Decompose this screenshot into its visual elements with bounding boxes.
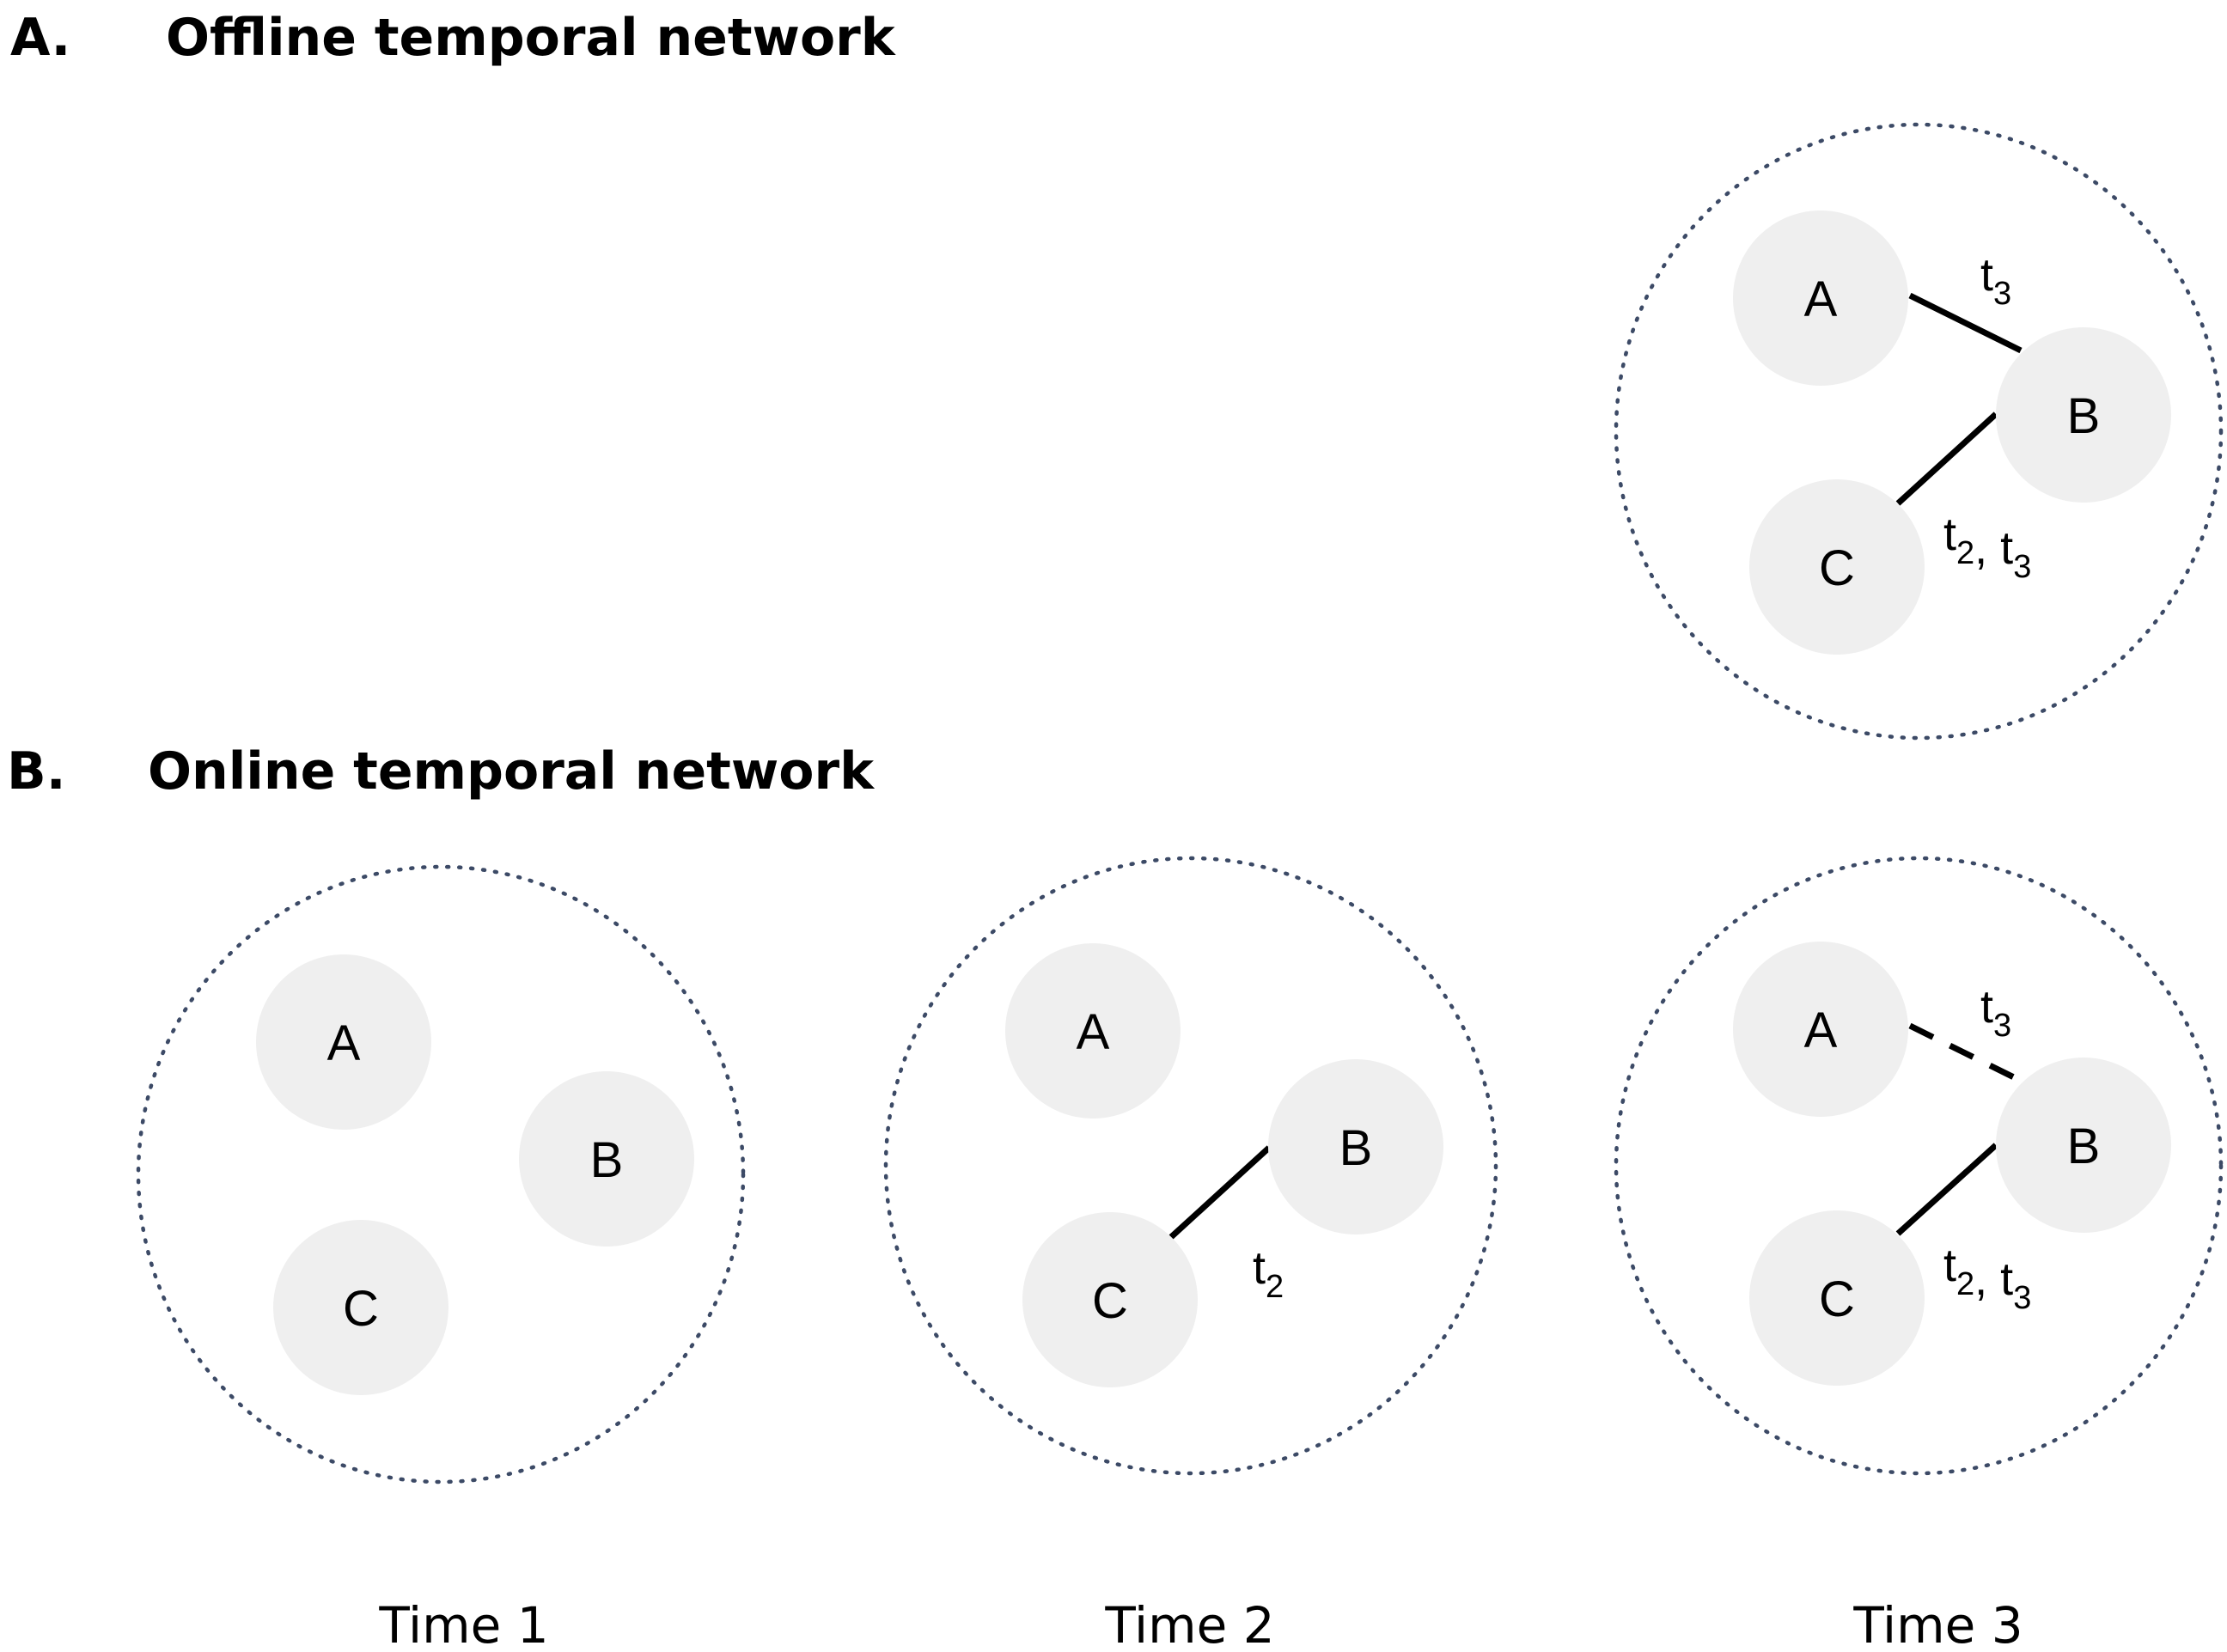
network-boundary [1614, 856, 2224, 1476]
node-b [1996, 327, 2171, 503]
node-b [1268, 1059, 1443, 1234]
edge-label: t2 [1253, 1242, 1284, 1305]
edge-a-b [1908, 292, 2023, 354]
node-label: C [1092, 1273, 1128, 1329]
online-network-time-2: A B C t2 Time 2 [883, 856, 1498, 1652]
time-caption: Time 1 [378, 1596, 548, 1652]
node-label: B [2067, 1119, 2101, 1174]
node-c [1749, 479, 1925, 655]
edge-c-b [1895, 411, 1998, 506]
edge-label: t2, t3 [1943, 1240, 2031, 1316]
node-a [1005, 943, 1181, 1119]
time-caption: Time 2 [1104, 1596, 1274, 1652]
online-network-time-1: A B C Time 1 [136, 864, 746, 1652]
section-b-title: Online temporal network [148, 741, 876, 802]
node-a [256, 954, 431, 1130]
node-b [1996, 1058, 2171, 1233]
node-c [273, 1220, 448, 1395]
node-a [1733, 942, 1908, 1117]
node-a [1733, 210, 1908, 386]
node-label: C [1819, 540, 1855, 596]
offline-network: A B C t3 t2, t3 [1614, 122, 2224, 741]
edge-label: t3 [1980, 249, 2011, 312]
edge-c-b [1895, 1143, 1998, 1236]
section-b-letter: B. [7, 741, 66, 802]
node-label: A [1804, 271, 1838, 327]
node-label: B [590, 1132, 624, 1188]
node-label: C [1819, 1271, 1855, 1327]
section-a-title: Offline temporal network [166, 8, 897, 68]
node-label: C [343, 1281, 379, 1337]
node-c [1022, 1212, 1198, 1387]
node-label: A [327, 1015, 361, 1071]
edge-label: t2, t3 [1943, 509, 2031, 585]
edge-a-b [1908, 1022, 2023, 1084]
node-b [519, 1071, 694, 1247]
node-label: B [2067, 388, 2101, 444]
edge-c-b [1168, 1145, 1272, 1240]
network-boundary [136, 864, 746, 1484]
node-label: B [1339, 1120, 1373, 1176]
network-boundary [883, 856, 1498, 1476]
node-label: A [1804, 1003, 1838, 1058]
section-a-letter: A. [10, 8, 70, 68]
edge-label: t3 [1980, 981, 2011, 1044]
network-boundary [1614, 122, 2224, 741]
node-c [1749, 1210, 1925, 1386]
time-caption: Time 3 [1852, 1596, 2023, 1652]
online-network-time-3: A B C t3 t2, t3 Time 3 [1614, 856, 2224, 1652]
node-label: A [1077, 1004, 1110, 1060]
